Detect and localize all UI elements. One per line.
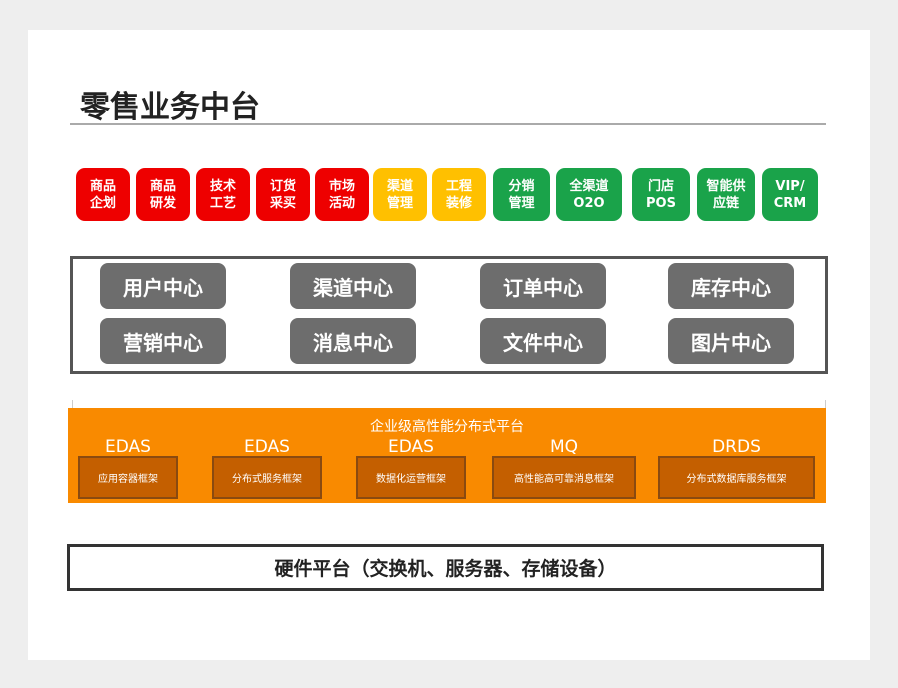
service-centers-box [70, 256, 828, 374]
business-tile: 商品 研发 [136, 168, 190, 221]
hardware-platform: 硬件平台（交换机、服务器、存储设备） [67, 544, 824, 591]
business-tile: 渠道 管理 [373, 168, 427, 221]
platform-product-label: EDAS [388, 437, 434, 457]
platform-product-label: DRDS [712, 437, 761, 457]
center-button: 库存中心 [668, 263, 794, 309]
business-tile: 分销 管理 [493, 168, 550, 221]
center-button: 文件中心 [480, 318, 606, 364]
platform-product-label: EDAS [105, 437, 151, 457]
platform-title: 企业级高性能分布式平台 [370, 419, 524, 435]
center-button: 图片中心 [668, 318, 794, 364]
page-title: 零售业务中台 [80, 90, 260, 125]
platform-product-label: MQ [549, 437, 579, 457]
title-divider [70, 123, 826, 125]
center-button: 渠道中心 [290, 263, 416, 309]
framework-box: 高性能高可靠消息框架 [492, 456, 636, 499]
business-tile: VIP/ CRM [762, 168, 818, 221]
framework-box: 分布式服务框架 [212, 456, 322, 499]
business-tile: 工程 装修 [432, 168, 486, 221]
business-tile: 全渠道 O2O [556, 168, 622, 221]
center-button: 消息中心 [290, 318, 416, 364]
business-tile: 商品 企划 [76, 168, 130, 221]
center-button: 营销中心 [100, 318, 226, 364]
framework-box: 数据化运营框架 [356, 456, 466, 499]
business-tile: 智能供 应链 [697, 168, 755, 221]
business-tile: 订货 采买 [256, 168, 310, 221]
framework-box: 应用容器框架 [78, 456, 178, 499]
center-button: 订单中心 [480, 263, 606, 309]
business-tile: 市场 活动 [315, 168, 369, 221]
business-tile: 门店 POS [632, 168, 690, 221]
center-button: 用户中心 [100, 263, 226, 309]
business-tile: 技术 工艺 [196, 168, 250, 221]
platform-product-label: EDAS [244, 437, 290, 457]
framework-box: 分布式数据库服务框架 [658, 456, 815, 499]
